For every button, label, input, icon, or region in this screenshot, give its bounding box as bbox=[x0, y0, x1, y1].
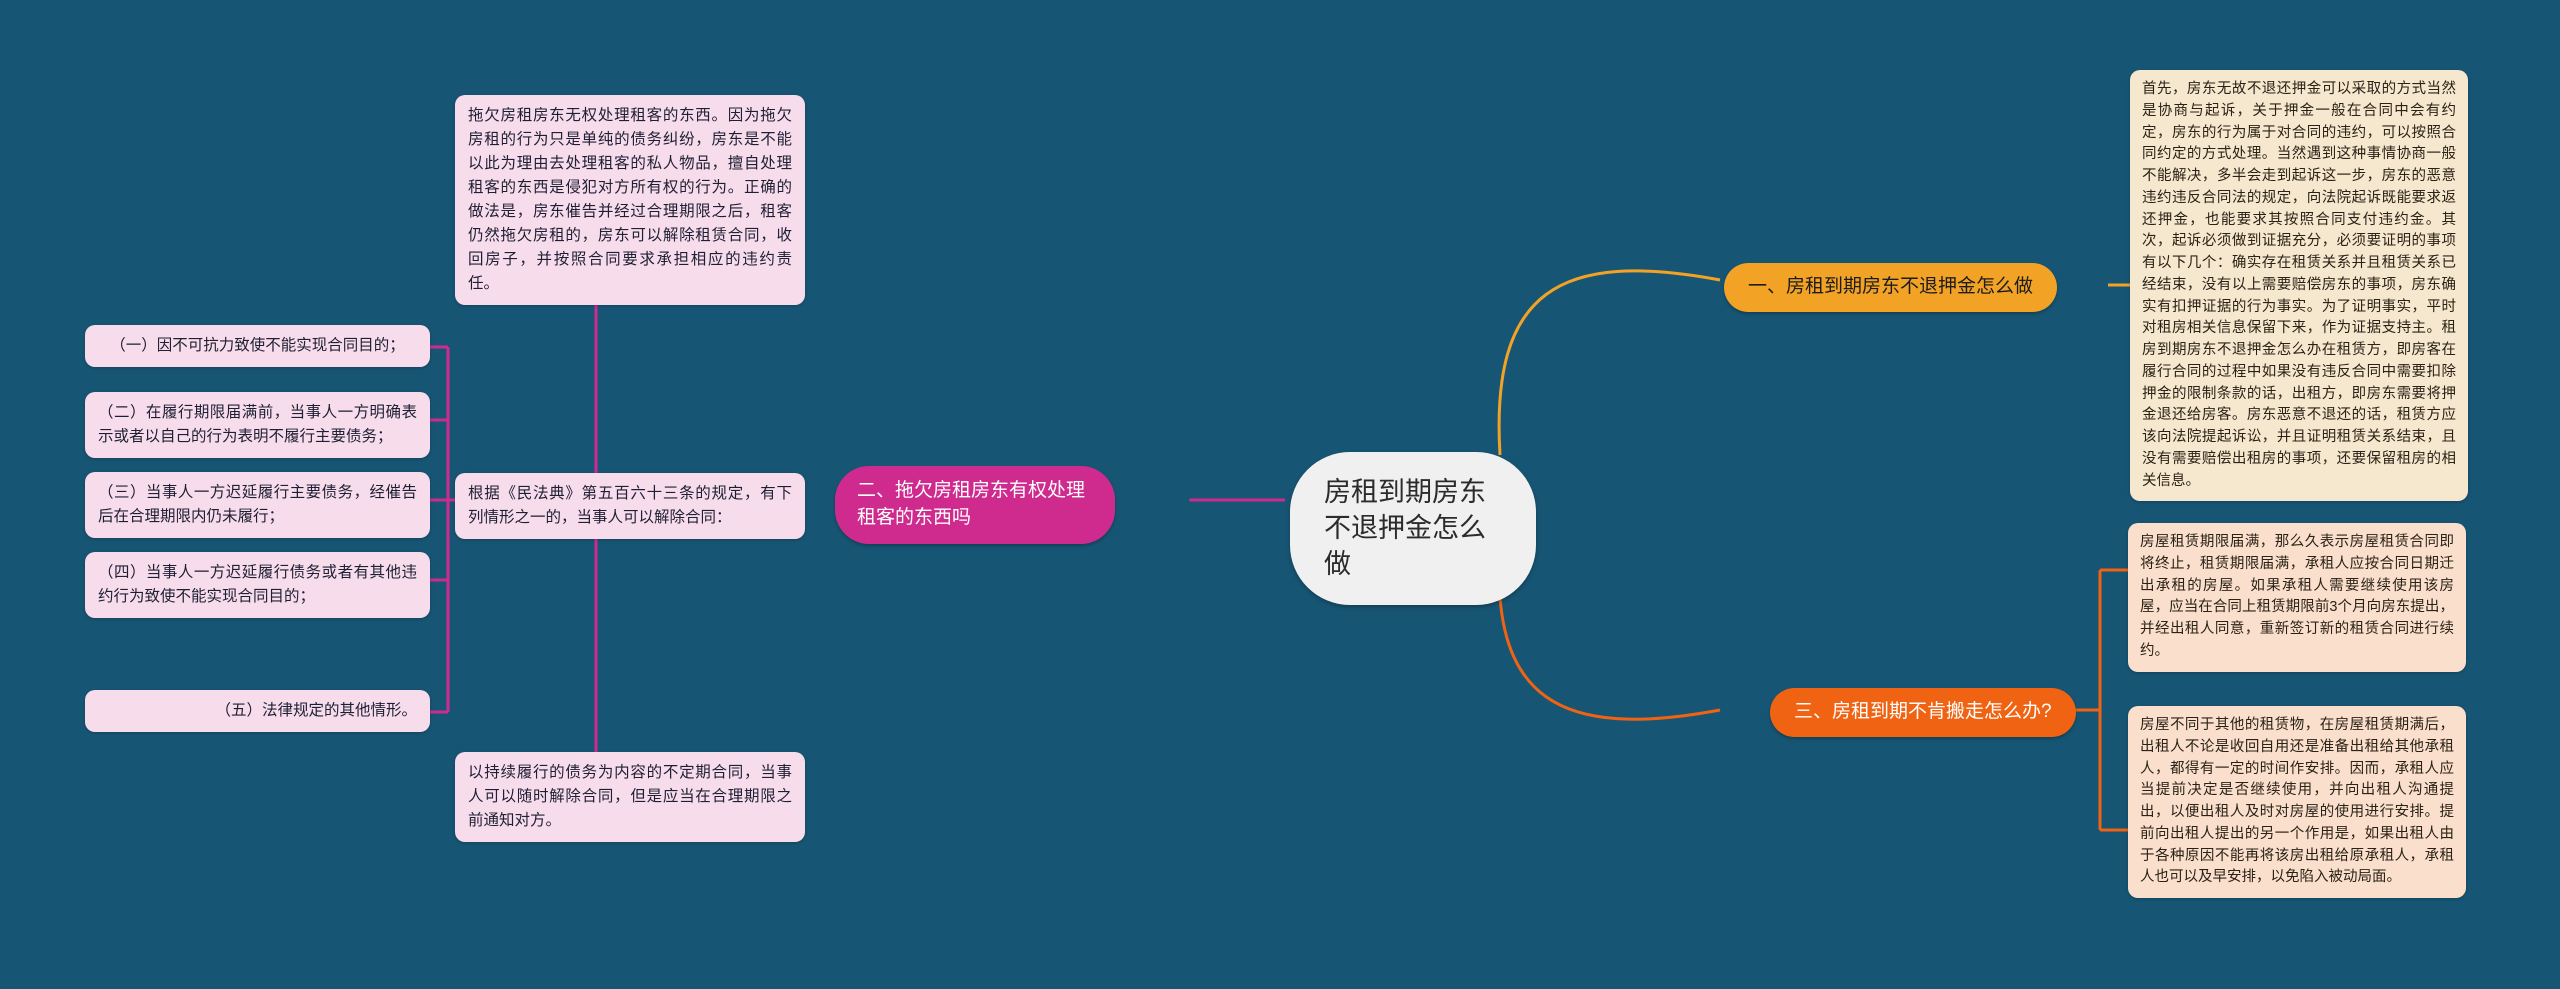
leaf-condition-3[interactable]: （三）当事人一方迟延履行主要债务，经催告后在合理期限内仍未履行； bbox=[85, 472, 430, 539]
leaf-condition-1[interactable]: （一）因不可抗力致使不能实现合同目的； bbox=[85, 325, 430, 368]
branch-node-right-topic-three[interactable]: 三、房租到期不肯搬走怎么办? bbox=[1770, 688, 2076, 737]
leaf-condition-5[interactable]: （五）法律规定的其他情形。 bbox=[85, 690, 430, 733]
leaf-condition-2[interactable]: （二）在履行期限届满前，当事人一方明确表示或者以自己的行为表明不履行主要债务； bbox=[85, 392, 430, 459]
leaf-civil-code-intro[interactable]: 根据《民法典》第五百六十三条的规定，有下列情形之一的，当事人可以解除合同： bbox=[455, 473, 805, 540]
leaf-indefinite-contract[interactable]: 以持续履行的债务为内容的不定期合同，当事人可以随时解除合同，但是应当在合理期限之… bbox=[455, 752, 805, 843]
leaf-condition-4[interactable]: （四）当事人一方迟延履行债务或者有其他违约行为致使不能实现合同目的； bbox=[85, 552, 430, 619]
leaf-deposit-advice[interactable]: 首先，房东无故不退还押金可以采取的方式当然是协商与起诉，关于押金一般在合同中会有… bbox=[2130, 70, 2468, 502]
branch-node-left-topic-two[interactable]: 二、拖欠房租房东有权处理租客的东西吗 bbox=[835, 466, 1115, 544]
leaf-advance-notice[interactable]: 房屋不同于其他的租赁物，在房屋租赁期满后，出租人不论是收回自用还是准备出租给其他… bbox=[2128, 706, 2466, 898]
branch-node-right-topic-one[interactable]: 一、房租到期房东不退押金怎么做 bbox=[1724, 263, 2058, 312]
leaf-lease-expiry[interactable]: 房屋租赁期限届满，那么久表示房屋租赁合同即将终止，租赁期限届满，承租人应按合同日… bbox=[2128, 523, 2466, 672]
root-node[interactable]: 房租到期房东不退押金怎么做 bbox=[1290, 452, 1536, 605]
leaf-reason-landlord-no-right[interactable]: 拖欠房租房东无权处理租客的东西。因为拖欠房租的行为只是单纯的债务纠纷，房东是不能… bbox=[455, 95, 805, 306]
